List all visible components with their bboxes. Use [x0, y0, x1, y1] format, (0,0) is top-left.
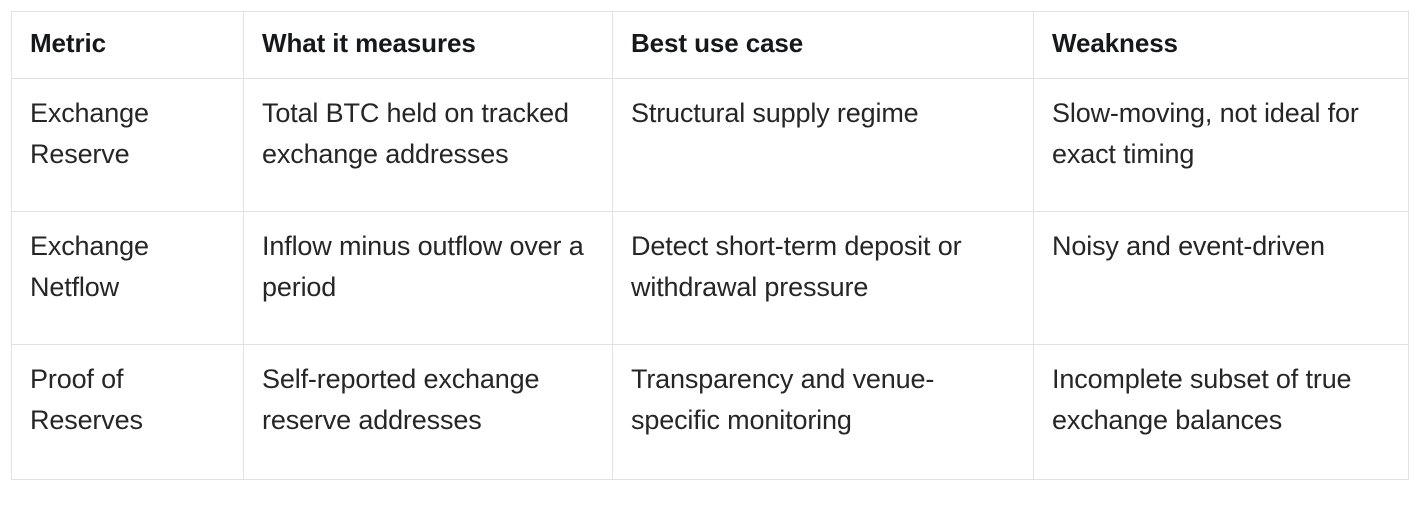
table-body: Exchange Reserve Total BTC held on track…: [11, 77, 1409, 480]
cell-what-it-measures-text: Self-reported exchange reserve addresses: [262, 363, 540, 435]
cell-metric: Exchange Reserve: [11, 77, 244, 212]
cell-weakness-text: Incomplete subset of true exchange balan…: [1052, 363, 1352, 435]
cell-best-use-case: Detect short-term deposit or withdrawal …: [612, 210, 1034, 345]
cell-metric: Proof of Reserves: [11, 343, 244, 480]
column-header-best-use-case: Best use case: [612, 11, 1034, 79]
cell-best-use-case-text: Transparency and venue-specific monitori…: [631, 363, 935, 435]
cell-metric-text: Proof of Reserves: [30, 363, 143, 435]
cell-metric-text: Exchange Reserve: [30, 97, 149, 169]
column-header-best-use-case-label: Best use case: [631, 28, 804, 58]
table-header: Metric What it measures Best use case We…: [11, 11, 1409, 79]
metrics-table-container: Metric What it measures Best use case We…: [11, 11, 1409, 480]
column-header-what-it-measures-label: What it measures: [262, 28, 476, 58]
cell-what-it-measures-text: Inflow minus outflow over a period: [262, 230, 584, 302]
column-header-metric-label: Metric: [30, 28, 106, 58]
table-row: Exchange Reserve Total BTC held on track…: [11, 77, 1409, 212]
table-header-row: Metric What it measures Best use case We…: [11, 11, 1409, 79]
cell-best-use-case-text: Detect short-term deposit or withdrawal …: [631, 230, 962, 302]
cell-best-use-case: Structural supply regime: [612, 77, 1034, 212]
cell-what-it-measures: Inflow minus outflow over a period: [243, 210, 613, 345]
cell-what-it-measures-text: Total BTC held on tracked exchange addre…: [262, 97, 569, 169]
table-row: Exchange Netflow Inflow minus outflow ov…: [11, 210, 1409, 345]
cell-metric: Exchange Netflow: [11, 210, 244, 345]
cell-weakness: Noisy and event-driven: [1033, 210, 1409, 345]
table-row: Proof of Reserves Self-reported exchange…: [11, 343, 1409, 480]
column-header-what-it-measures: What it measures: [243, 11, 613, 79]
cell-metric-text: Exchange Netflow: [30, 230, 149, 302]
cell-weakness-text: Noisy and event-driven: [1052, 230, 1325, 261]
cell-weakness: Slow-moving, not ideal for exact timing: [1033, 77, 1409, 212]
cell-what-it-measures: Self-reported exchange reserve addresses: [243, 343, 613, 480]
cell-what-it-measures: Total BTC held on tracked exchange addre…: [243, 77, 613, 212]
column-header-metric: Metric: [11, 11, 244, 79]
cell-best-use-case: Transparency and venue-specific monitori…: [612, 343, 1034, 480]
column-header-weakness: Weakness: [1033, 11, 1409, 79]
metrics-comparison-table: Metric What it measures Best use case We…: [11, 11, 1409, 480]
cell-weakness: Incomplete subset of true exchange balan…: [1033, 343, 1409, 480]
column-header-weakness-label: Weakness: [1052, 28, 1178, 58]
cell-weakness-text: Slow-moving, not ideal for exact timing: [1052, 97, 1359, 169]
cell-best-use-case-text: Structural supply regime: [631, 97, 919, 128]
